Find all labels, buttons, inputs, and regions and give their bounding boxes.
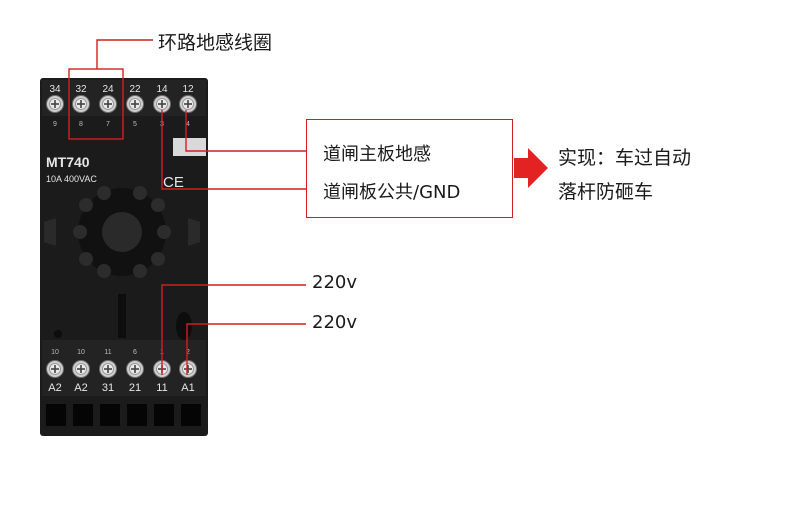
bottom-terminal-label: A2 xyxy=(74,382,87,394)
top-terminal-label: 32 xyxy=(75,84,87,95)
result-line1-label: 实现：车过自动 xyxy=(558,143,691,170)
top-terminal-pin-number: 7 xyxy=(106,121,110,128)
bottom-terminal-pin-number: 6 xyxy=(133,349,137,356)
bottom-terminal-label: A2 xyxy=(48,382,61,394)
power-2-label: 220v xyxy=(312,312,357,333)
top-terminal-screw-icon xyxy=(47,96,64,113)
top-terminal-pin-number: 8 xyxy=(79,121,83,128)
bottom-terminal-label: 11 xyxy=(156,382,167,394)
bottom-terminal-screw-icon xyxy=(180,361,197,378)
result-line2-label: 落杆防砸车 xyxy=(558,177,653,204)
top-terminal-screw-icon xyxy=(154,96,171,113)
label-strip xyxy=(173,138,206,156)
top-terminal-label: 12 xyxy=(182,84,194,95)
bottom-terminal-screw-icon xyxy=(100,361,117,378)
model-label: MT740 xyxy=(46,154,90,170)
bottom-terminal-screw-icon xyxy=(127,361,144,378)
bottom-terminal-label: 31 xyxy=(102,382,114,394)
bottom-terminal-screw-icon xyxy=(73,361,90,378)
top-terminal-label: 22 xyxy=(129,84,141,95)
rating-label: 10A 400VAC xyxy=(46,174,97,184)
gate-board-callout: 道闸主板地感 道闸板公共/GND xyxy=(306,119,513,218)
bottom-terminal-screw-icon xyxy=(47,361,64,378)
loop-coil-label: 环路地感线圈 xyxy=(158,28,272,55)
loop-coil-leader xyxy=(97,40,153,69)
bottom-terminal-pin-number: 10 xyxy=(51,349,59,356)
top-terminal-pin-number: 9 xyxy=(53,121,57,128)
bottom-terminal-label: A1 xyxy=(181,382,194,394)
power-1-label: 220v xyxy=(312,272,357,293)
bottom-terminal-pin-number: 10 xyxy=(77,349,85,356)
bottom-terminal-pin-number: 11 xyxy=(104,349,111,356)
top-terminal-screw-icon xyxy=(180,96,197,113)
top-terminal-screw-icon xyxy=(127,96,144,113)
top-terminal-screw-icon xyxy=(100,96,117,113)
result-arrow-icon xyxy=(514,148,548,188)
top-terminal-screw-icon xyxy=(73,96,90,113)
bottom-terminal-label: 21 xyxy=(129,382,141,394)
top-terminal-label: 14 xyxy=(156,84,168,95)
gate-board-common-label: 道闸板公共/GND xyxy=(323,178,460,204)
top-terminal-pin-number: 5 xyxy=(133,121,137,128)
top-terminal-label: 34 xyxy=(49,84,61,95)
top-terminal-label: 24 xyxy=(102,84,114,95)
center-slot xyxy=(118,294,126,338)
gate-board-sensor-label: 道闸主板地感 xyxy=(323,140,431,166)
